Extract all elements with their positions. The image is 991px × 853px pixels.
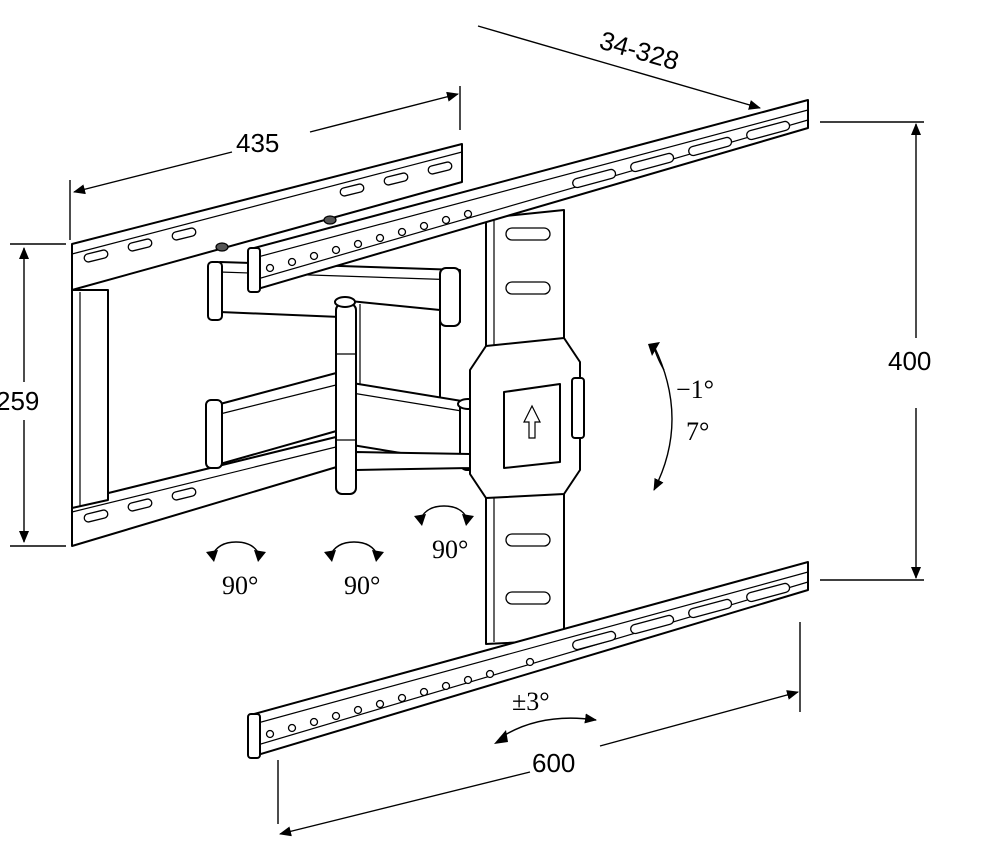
- bottom-tv-rail: [247, 561, 809, 759]
- tilt-down-label: 7°: [686, 417, 709, 446]
- swivel-left-label: 90°: [222, 571, 258, 600]
- swivel-middle-label: 90°: [344, 571, 380, 600]
- wall-plate-height-label: 259: [0, 386, 39, 416]
- wall-plate: [71, 143, 463, 547]
- vesa-height-label: 400: [888, 346, 931, 376]
- level-label: ±3°: [512, 687, 550, 716]
- rotation-arrow-icon: [206, 342, 673, 744]
- bottom-rail-holes: [265, 582, 791, 739]
- wall-plate-slots: [83, 161, 453, 523]
- swing-arms: [205, 215, 483, 495]
- top-rail-holes: [265, 120, 791, 273]
- tilt-up-label: −1°: [676, 375, 714, 404]
- swivel-right-label: 90°: [432, 535, 468, 564]
- arm-extension-label: 34-328: [596, 25, 682, 76]
- dimension-lines: [10, 25, 924, 837]
- tv-bracket: [469, 209, 585, 645]
- top-tv-rail: [247, 99, 809, 293]
- up-arrow-icon: [523, 404, 541, 439]
- vesa-width-label: 600: [532, 748, 575, 778]
- wall-plate-width-label: 435: [236, 128, 279, 158]
